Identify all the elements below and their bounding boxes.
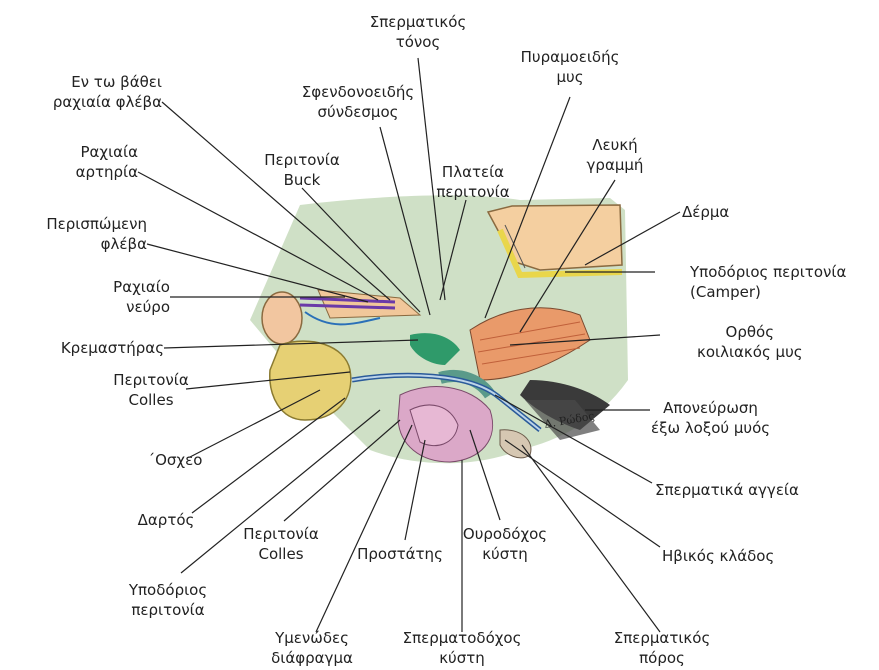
label-prostate: Προστάτης: [357, 544, 443, 564]
label-scrotum: ΄Οσχεο: [148, 450, 203, 470]
label-cremaster: Κρεμαστήρας: [61, 338, 164, 358]
scrotum: [270, 341, 351, 420]
label-skin: Δέρμα: [682, 202, 729, 222]
label-camper-fascia: Υποδόριος περιτονία(Camper): [690, 262, 846, 302]
label-dartos: Δαρτός: [138, 510, 195, 530]
label-spermatic-vessels: Σπερματικά αγγεία: [655, 480, 799, 500]
label-pubic-ramus: Ηβικός κλάδος: [662, 546, 774, 566]
glans: [262, 292, 302, 344]
